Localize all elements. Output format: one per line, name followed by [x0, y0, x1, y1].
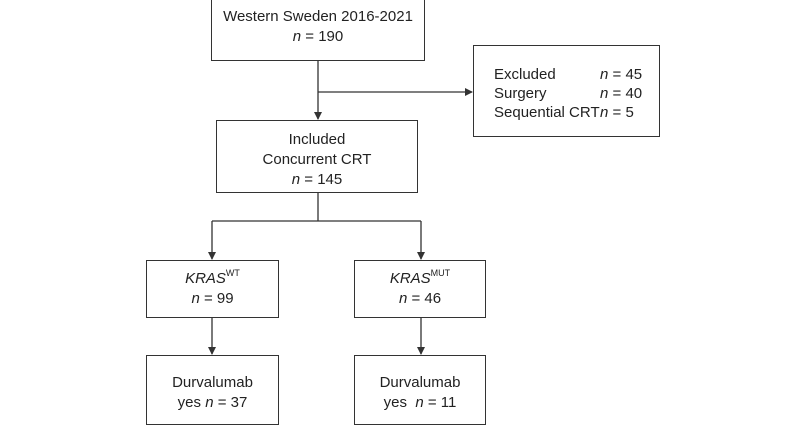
kras-gene-name: KRAS [185, 270, 226, 287]
durvalumab-wt-label: Durvalumab [172, 374, 253, 391]
included-box: Included Concurrent CRT n = 145 [216, 120, 418, 193]
n-symbol: n [205, 394, 214, 411]
concurrent-crt-label: Concurrent CRT [262, 151, 372, 168]
kras-mut-count-value: = 46 [407, 290, 442, 307]
included-count-value: = 145 [300, 171, 343, 188]
n-symbol: n [292, 28, 302, 45]
yes-prefix: yes [177, 394, 206, 411]
source-count-value: = 190 [301, 28, 344, 45]
source-population-box: Western Sweden 2016-2021 n = 190 [211, 0, 425, 61]
n-symbol: n [600, 104, 609, 121]
surgery-label: Surgery [494, 85, 547, 102]
excluded-row-surgery: Surgery n = 40 [474, 84, 659, 103]
kras-mut-superscript: MUT [430, 268, 451, 278]
sequential-crt-label: Sequential CRT [494, 104, 600, 121]
excluded-row-total: Excluded n = 45 [474, 65, 659, 84]
excluded-row-sequential-crt: Sequential CRT n = 5 [474, 103, 659, 122]
kras-wt-count: n = 99 [147, 289, 278, 309]
durvalumab-wt-count: yes n = 37 [147, 393, 278, 413]
durvalumab-mut-label: Durvalumab [379, 374, 461, 391]
yes-prefix: yes [383, 394, 416, 411]
durvalumab-wt-box: Durvalumab yes n = 37 [146, 355, 279, 425]
n-symbol: n [600, 85, 609, 102]
kras-mut-count: n = 46 [355, 289, 485, 309]
kras-wt-label: KRASWT [147, 269, 278, 289]
durvalumab-wt-count-value: = 37 [213, 394, 248, 411]
n-symbol: n [291, 171, 301, 188]
flowchart-connectors [208, 61, 473, 355]
included-count: n = 145 [217, 170, 417, 190]
n-symbol: n [600, 66, 609, 83]
surgery-count-value: = 40 [608, 85, 643, 102]
kras-wt-superscript: WT [225, 268, 240, 278]
durvalumab-mut-count: yes n = 11 [355, 393, 485, 413]
kras-wildtype-box: KRASWT n = 99 [146, 260, 279, 318]
kras-mut-label: KRASMUT [355, 269, 485, 289]
excluded-count-value: = 45 [608, 66, 643, 83]
included-label: Included [288, 131, 346, 148]
source-title: Western Sweden 2016-2021 [223, 8, 413, 25]
n-symbol: n [191, 290, 200, 307]
excluded-count: n = 45 [600, 65, 642, 85]
durvalumab-mut-count-value: = 11 [423, 394, 457, 411]
durvalumab-mut-box: Durvalumab yes n = 11 [354, 355, 486, 425]
kras-gene-name: KRAS [389, 270, 431, 287]
source-count: n = 190 [212, 27, 424, 47]
excluded-box: Excluded n = 45 Surgery n = 40 Sequentia… [473, 45, 660, 137]
excluded-label: Excluded [494, 66, 556, 83]
surgery-count: n = 40 [600, 84, 642, 104]
sequential-crt-count: n = 5 [600, 103, 634, 123]
n-symbol: n [398, 290, 408, 307]
kras-wt-count-value: = 99 [199, 290, 234, 307]
sequential-crt-count-value: = 5 [608, 104, 634, 121]
n-symbol: n [415, 394, 424, 411]
kras-mutant-box: KRASMUT n = 46 [354, 260, 486, 318]
